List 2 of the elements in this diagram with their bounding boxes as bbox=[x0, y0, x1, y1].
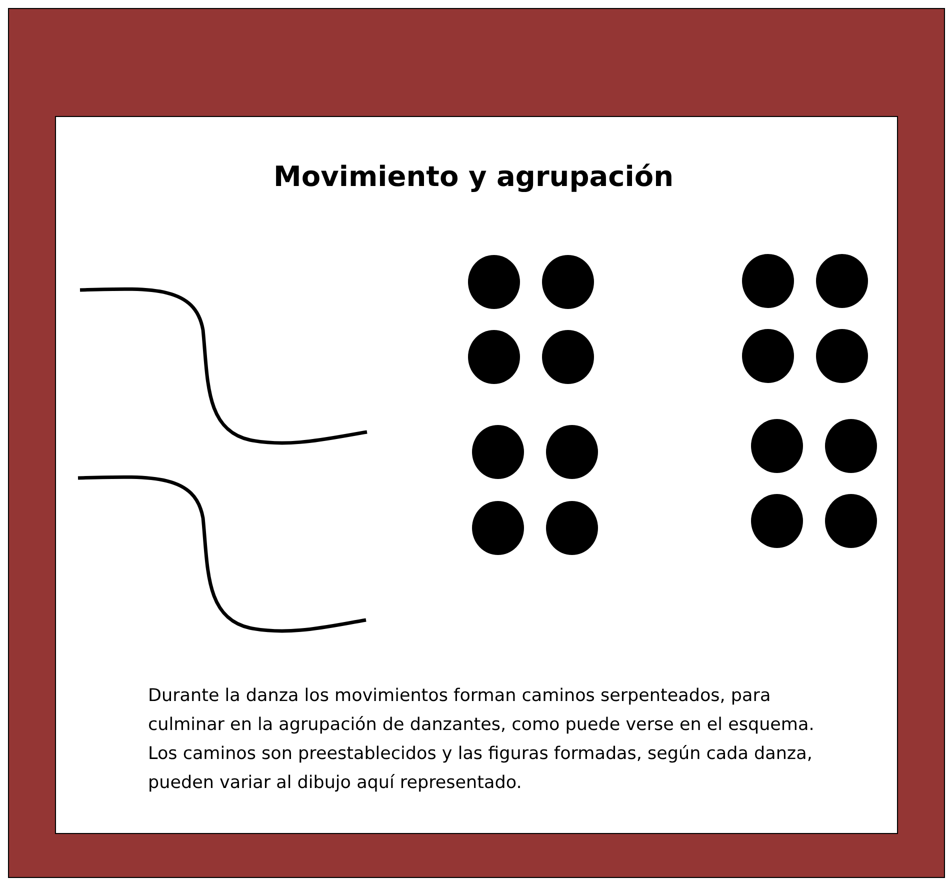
title: Movimiento y agrupación bbox=[272, 160, 674, 193]
caption: Durante la danza los movimientos forman caminos serpenteados, para culminar en la agrupación de danzantes, como puede verse en el esquema. Los caminos son preestablecidos y las figuras formadas, según cada danza, pueden variar al dibujo aquí representado. bbox=[148, 685, 816, 795]
